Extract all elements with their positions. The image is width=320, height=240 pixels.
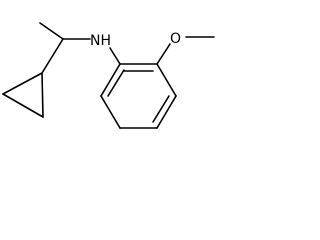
bond-methyl-ch (39, 22, 64, 40)
amine-label: NH (90, 33, 111, 49)
cyclopropyl-bond-1 (2, 72, 43, 95)
ring-double-bond-c (107, 69, 125, 97)
ring-bond-5-6 (100, 95, 121, 129)
oxygen-label: O (170, 31, 181, 47)
ring-bond-3-4 (156, 95, 177, 129)
bond-ch-cyclopropyl (41, 38, 64, 74)
ring-bond-6-1 (100, 63, 121, 97)
molecule-structure: NH O (2, 22, 215, 129)
cyclopropyl-bond-2 (2, 93, 44, 118)
cyclopropyl-bond-3 (41, 72, 44, 118)
ring-double-bond-b (152, 95, 170, 123)
bond-ring-oxygen (156, 43, 171, 65)
bond-nh-ring (109, 47, 121, 65)
ring-bond-2-3 (156, 63, 177, 97)
